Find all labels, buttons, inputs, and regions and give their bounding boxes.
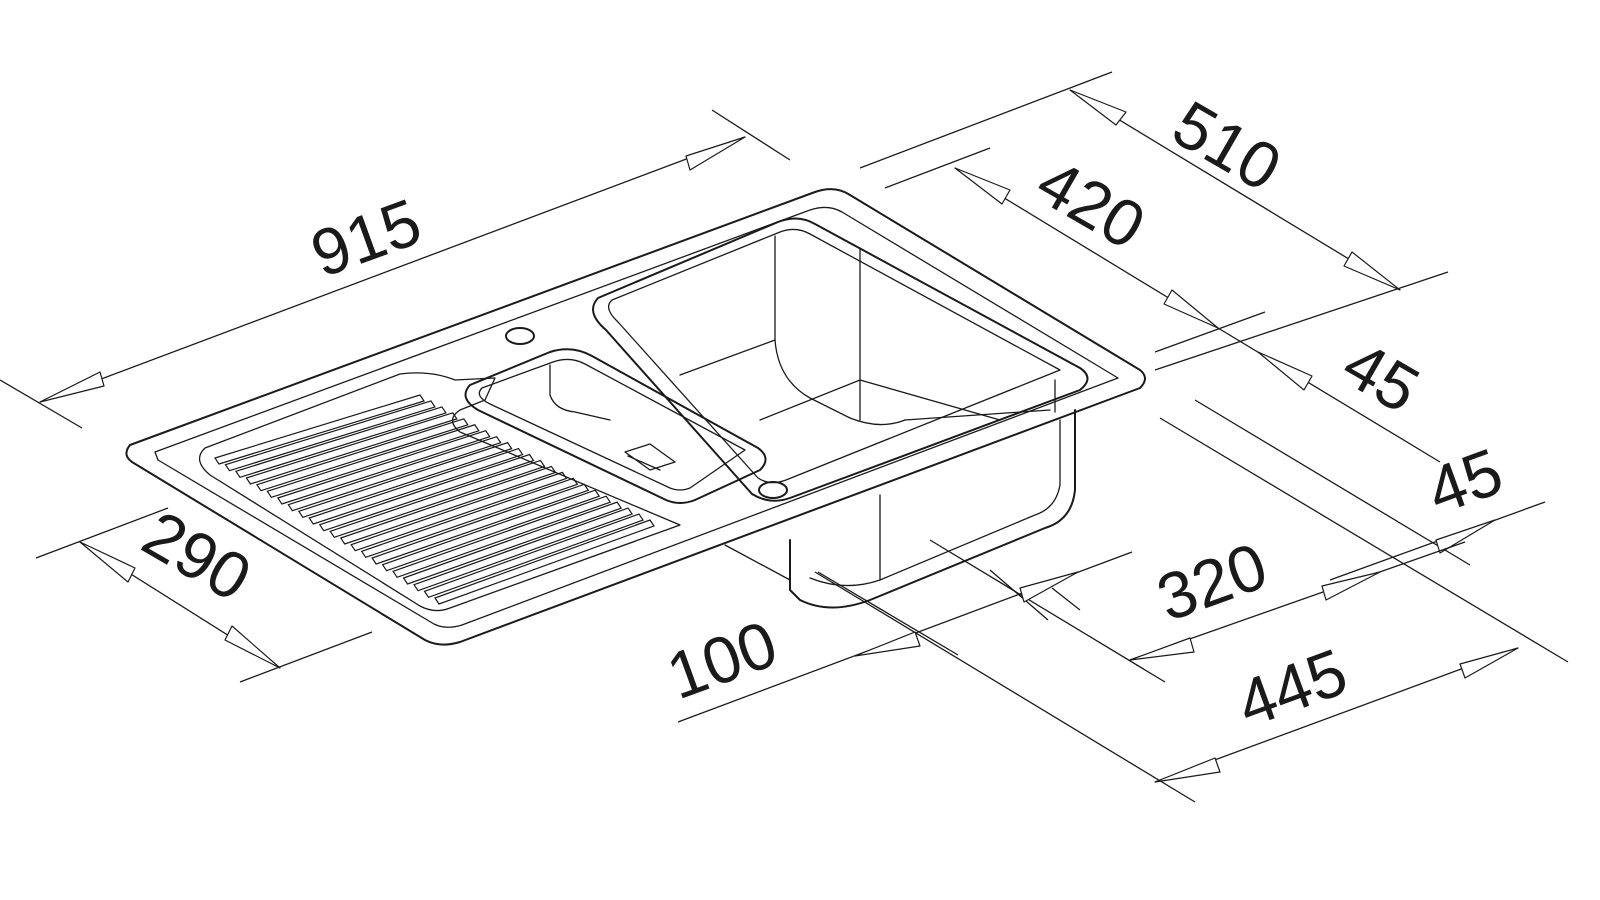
drainer-groove	[297, 441, 513, 519]
label-45-back: 45	[1331, 326, 1432, 427]
small-bowl-waste	[624, 443, 676, 471]
dim-45-back-line	[1217, 327, 1441, 463]
dim-420-arrow-top	[954, 167, 1011, 205]
dim-320-arrow-right	[1321, 571, 1381, 601]
drainer-groove	[413, 507, 634, 592]
label-445: 445	[1227, 634, 1356, 741]
bowl-underside-line	[724, 544, 791, 581]
label-420: 420	[1025, 144, 1157, 263]
dim-915-line	[39, 136, 746, 403]
dim-510-line	[1069, 89, 1401, 291]
drainer-groove	[245, 412, 458, 485]
tap-hole-back-icon	[505, 327, 535, 345]
drainer-groove	[329, 459, 546, 539]
dim-510-ext-bottom	[1154, 271, 1449, 371]
dim-100-arrow-left	[854, 631, 921, 657]
tap-holes	[505, 327, 788, 499]
label-915: 915	[301, 184, 430, 291]
drainer	[198, 372, 681, 612]
dim-445-ext-bottom	[814, 571, 1196, 803]
drainer-groove	[214, 394, 425, 465]
dim-320-ext	[929, 539, 1166, 683]
dim-420-arrow-bottom	[1163, 289, 1219, 329]
drainer-groove	[287, 435, 502, 512]
drainer-groove	[423, 513, 644, 599]
dim-45-back-arrow	[1257, 351, 1313, 391]
drainer-grooves	[214, 394, 655, 605]
dim-915-arrow-right	[685, 136, 746, 171]
label-45-side: 45	[1417, 434, 1511, 529]
bowl-side-face	[789, 409, 1076, 609]
dim-915-arrow-left	[39, 371, 105, 403]
dim-445-arrow-left	[1154, 757, 1221, 783]
dim-420-ext-bottom	[1154, 311, 1266, 353]
label-100: 100	[657, 606, 786, 713]
dim-915-ext-left	[0, 379, 83, 429]
main-bowl-back-wall	[774, 235, 906, 426]
drainer-groove	[308, 447, 524, 525]
drainer-groove	[266, 424, 480, 499]
dim-290-arrow-top	[79, 541, 136, 583]
dim-100-ext-bottom	[817, 571, 959, 656]
drainer-groove	[350, 471, 568, 552]
small-bowl-inner-rim	[478, 358, 746, 491]
dimension-labels: 915 510 420 45 45 320 445 100 290	[131, 86, 1512, 741]
drainer-groove	[402, 501, 623, 585]
small-bowl-wall	[549, 364, 611, 421]
drainer-groove	[276, 430, 491, 505]
drainer-groove	[381, 489, 601, 572]
main-bowl-floor	[679, 339, 1051, 421]
dim-45-side-arrow	[1435, 519, 1496, 554]
drainer-outline	[198, 372, 681, 612]
dim-420-ext-top	[884, 147, 991, 189]
dim-320-arrow-left	[1129, 637, 1195, 661]
tap-hole-front-icon	[758, 481, 788, 499]
main-bowl	[592, 217, 1089, 502]
bowl-side-face-inner	[809, 419, 1061, 587]
dimension-lines	[0, 71, 1569, 803]
drainer-groove	[224, 400, 436, 472]
main-bowl-inner-rim	[607, 228, 1061, 484]
dim-45-side-ext	[1194, 399, 1471, 566]
sink-outer-rim	[125, 188, 1146, 646]
dim-445-arrow-right	[1459, 647, 1519, 679]
drainer-groove	[371, 483, 590, 565]
drainer-groove	[318, 453, 535, 532]
dim-100-arrow-right	[1019, 571, 1079, 603]
sink-outline	[125, 188, 1146, 646]
dim-100-ext	[989, 569, 1049, 621]
drainer-groove	[235, 406, 447, 479]
dim-100-tick	[1051, 587, 1081, 611]
drainer-groove	[434, 519, 655, 605]
label-320: 320	[1147, 528, 1276, 635]
dim-510-ext-top	[859, 71, 1113, 169]
dim-510-arrow-top	[1069, 89, 1127, 126]
dim-290-ext-bottom	[239, 631, 373, 683]
dim-915-ext-right	[711, 109, 791, 161]
sink-inner-rim	[154, 206, 1119, 628]
dim-510-arrow-bottom	[1343, 251, 1401, 291]
drainer-groove	[360, 477, 579, 559]
main-bowl-rim	[592, 217, 1089, 502]
dim-290-ext-top	[35, 507, 169, 559]
drainer-groove	[255, 418, 469, 492]
dim-445-ext-top	[1159, 417, 1569, 663]
dim-290-arrow-bottom	[224, 625, 281, 669]
drainer-groove	[392, 495, 612, 579]
drainer-groove	[339, 465, 557, 545]
label-510: 510	[1161, 86, 1293, 205]
